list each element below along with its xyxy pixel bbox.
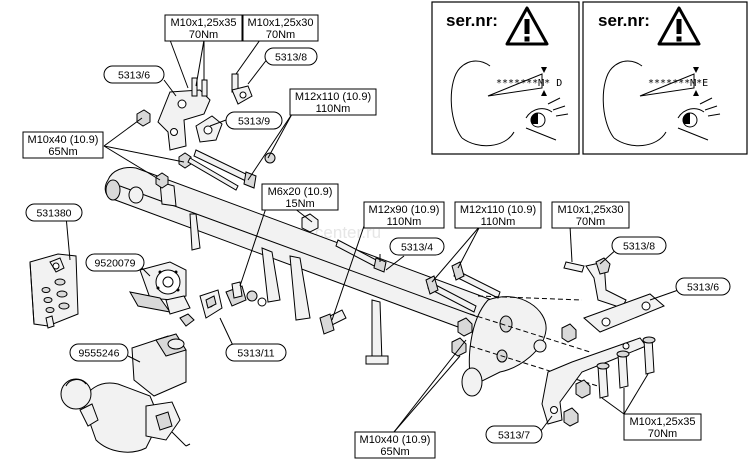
spec-size: M6x20 (10.9) [268, 186, 333, 198]
part-label-5313-6-right: 5313/6 [675, 277, 731, 296]
bracket-5313-8-right [563, 257, 627, 309]
part-number: 5313/8 [623, 241, 655, 253]
spec-label-m12x110-mid: M12x110 (10.9) 110Nm [454, 201, 542, 229]
serial-inset-e: ser.nr: *******M*E [582, 1, 748, 155]
part-label-5313-8-right: 5313/8 [611, 236, 667, 255]
bracket-5313-7 [541, 337, 647, 427]
part-label-5313-6-left: 5313/6 [103, 65, 165, 84]
part-label-5313-7: 5313/7 [485, 425, 543, 444]
spec-label-m10x35-top: M10x1,25x35 70Nm [164, 14, 243, 42]
spec-torque: 110Nm [316, 103, 351, 115]
spec-torque: 70Nm [648, 428, 677, 440]
serial-title: ser.nr: [446, 11, 498, 30]
serial-title: ser.nr: [598, 11, 650, 30]
spec-size: M10x40 (10.9) [360, 434, 431, 446]
spec-size: M10x40 (10.9) [28, 134, 99, 146]
spec-torque: 70Nm [266, 29, 295, 41]
spec-torque: 70Nm [576, 216, 605, 228]
centre-bolts [301, 213, 387, 335]
leader-lines [65, 39, 685, 433]
spec-torque: 65Nm [380, 446, 409, 458]
part-label-5313-8-top: 5313/8 [264, 47, 318, 66]
bracket-5313-6-left [136, 73, 276, 191]
eye-icon [525, 97, 569, 141]
part-label-9520079: 9520079 [85, 253, 145, 272]
nut-top [301, 213, 319, 233]
part-number: 5313/6 [118, 70, 150, 82]
eye-icon [677, 97, 721, 141]
socket-plate-9520079 [129, 261, 195, 327]
part-number: 5313/8 [275, 52, 307, 64]
spec-torque: 110Nm [387, 216, 422, 228]
part-number: 531380 [36, 208, 71, 220]
tow-ball [60, 378, 92, 410]
spec-torque: 70Nm [189, 29, 218, 41]
part-number: 5313/4 [401, 242, 433, 254]
spec-size: M12x110 (10.9) [460, 204, 536, 216]
spec-size: M12x90 (10.9) [369, 204, 440, 216]
part-number: 5313/6 [687, 282, 719, 294]
bracket-5313-6-right [583, 293, 665, 333]
part-number: 5313/7 [498, 430, 530, 442]
serial-code: *******M*E [648, 78, 708, 89]
spec-size: M10x1,25x30 [557, 204, 623, 216]
right-bolts [425, 261, 605, 389]
socket-531380 [29, 253, 79, 329]
serial-code: *******M* D [496, 78, 562, 89]
spec-size: M10x1,25x35 [629, 416, 695, 428]
spec-label-m10x35-bottom: M10x1,25x35 70Nm [623, 413, 702, 441]
part-label-5313-11: 5313/11 [225, 343, 287, 362]
part-label-531380: 531380 [25, 203, 83, 222]
part-number: 9520079 [95, 258, 136, 270]
spec-torque: 15Nm [285, 198, 314, 210]
warning-icon [657, 6, 701, 46]
spec-label-m12x90: M12x90 (10.9) 110Nm [363, 201, 445, 229]
spec-label-m10x40-bottom: M10x40 (10.9) 65Nm [354, 431, 436, 459]
spec-size: M10x1,25x35 [170, 17, 236, 29]
bottom-right-bolts [596, 336, 656, 399]
part-label-5313-9: 5313/9 [225, 111, 283, 130]
part-label-9555246: 9555246 [69, 343, 129, 362]
part-number: 5313/9 [238, 116, 270, 128]
part-number: 5313/11 [237, 348, 274, 360]
spec-label-m10x30-right: M10x1,25x30 70Nm [551, 201, 630, 229]
warning-icon [505, 6, 549, 46]
part-label-5313-4: 5313/4 [389, 237, 445, 256]
spec-label-m10x30-top: M10x1,25x30 70Nm [242, 14, 319, 42]
small-bracket-5313-11 [199, 281, 267, 319]
crossbar [104, 167, 547, 397]
part-number: 9555246 [79, 348, 120, 360]
spec-label-m6x20: M6x20 (10.9) 15Nm [261, 183, 339, 211]
spec-size: M10x1,25x30 [247, 17, 313, 29]
spec-size: M12x110 (10.9) [295, 91, 371, 103]
serial-inset-d: ser.nr: *******M* D [431, 1, 580, 155]
spec-label-m10x40-left: M10x40 (10.9) 65Nm [22, 131, 104, 159]
spec-label-m12x110-top: M12x110 (10.9) 110Nm [289, 88, 377, 116]
spec-torque: 110Nm [481, 216, 516, 228]
ball-coupling-9555246 [60, 333, 191, 453]
crossbar-end-left [105, 179, 121, 201]
spec-torque: 65Nm [48, 146, 77, 158]
tube-end-right [461, 367, 483, 397]
